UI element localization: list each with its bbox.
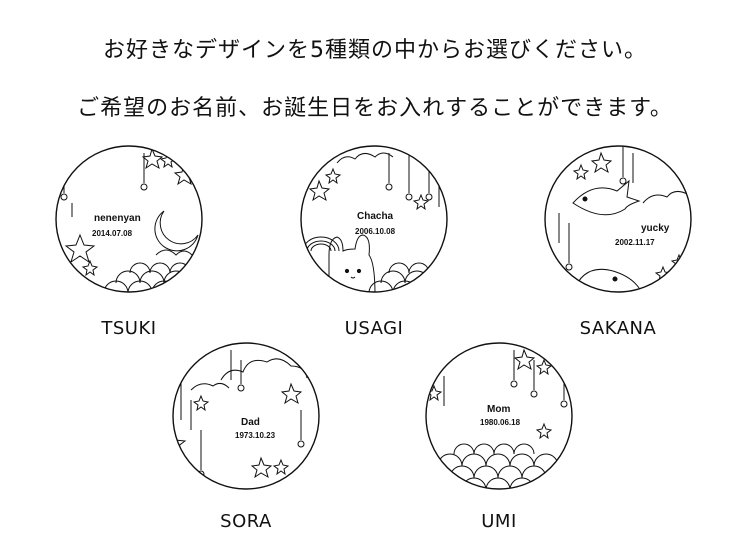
cloud-icon xyxy=(220,358,308,381)
sakana-artwork xyxy=(544,145,692,293)
rabbit-icon xyxy=(328,234,376,292)
design-label-umi: UMI xyxy=(481,511,517,532)
sora-name: Dad xyxy=(241,417,260,428)
umi-date: 1980.06.18 xyxy=(480,418,521,427)
tsuki-date: 2014.07.08 xyxy=(92,229,133,238)
design-card-tsuki[interactable]: nenenyan 2014.07.08 xyxy=(44,143,214,293)
design-label-sakana: SAKANA xyxy=(579,318,657,339)
design-label-sora: SORA xyxy=(220,511,272,532)
umi-artwork xyxy=(425,342,573,490)
design-card-umi[interactable]: Mom 1980.06.18 xyxy=(414,340,584,490)
design-card-sora[interactable]: Dad 1973.10.23 xyxy=(161,340,331,490)
sakana-date: 2002.11.17 xyxy=(615,238,655,247)
wave-pattern xyxy=(368,262,447,292)
umi-name: Mom xyxy=(487,404,511,415)
usagi-artwork xyxy=(300,145,448,293)
star-icon xyxy=(513,348,536,371)
design-label-tsuki: TSUKI xyxy=(101,318,157,339)
wave-pattern xyxy=(426,443,572,489)
star-icon xyxy=(64,233,96,264)
headline-line-1: お好きなデザインを5種類の中からお選びください。 xyxy=(103,38,647,63)
sora-artwork xyxy=(172,342,320,490)
usagi-name: Chacha xyxy=(357,211,394,222)
design-card-usagi[interactable]: Chacha 2006.10.08 xyxy=(289,143,459,293)
usagi-date: 2006.10.08 xyxy=(355,227,396,236)
sakana-name: yucky xyxy=(641,223,670,234)
headline-line-2: ご希望のお名前、お誕生日をお入れすることができます。 xyxy=(77,96,673,121)
star-icon xyxy=(308,179,331,202)
star-icon xyxy=(173,428,187,459)
fish-icon xyxy=(572,179,641,216)
moon-icon xyxy=(154,210,199,252)
tsuki-artwork xyxy=(55,145,203,293)
design-card-sakana[interactable]: yucky 2002.11.17 xyxy=(533,143,703,293)
star-icon xyxy=(590,151,613,174)
fish-icon-2 xyxy=(572,268,642,292)
wave-pattern xyxy=(103,262,202,292)
design-label-usagi: USAGI xyxy=(344,318,404,339)
tsuki-name: nenenyan xyxy=(94,213,141,224)
cloud-icon xyxy=(336,152,394,164)
sora-date: 1973.10.23 xyxy=(235,431,276,440)
